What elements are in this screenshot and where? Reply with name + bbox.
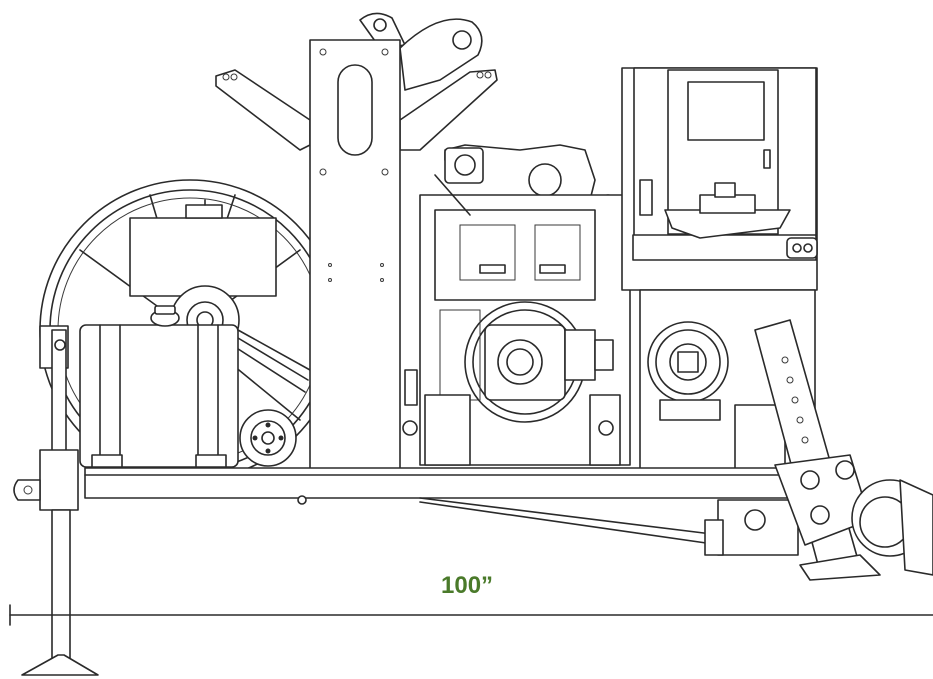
center-upright [215,12,498,471]
jack-stand [13,325,99,676]
control-cabinet [621,67,818,291]
axle-assembly [704,319,933,581]
hydraulic-tank [79,305,239,468]
engine [402,144,631,466]
main-frame [84,467,796,546]
overall-length-dimension-label: 100” [441,572,494,599]
drive-motor-left [239,409,297,467]
reel-cover-box [129,217,277,297]
dimension-line [9,604,933,626]
